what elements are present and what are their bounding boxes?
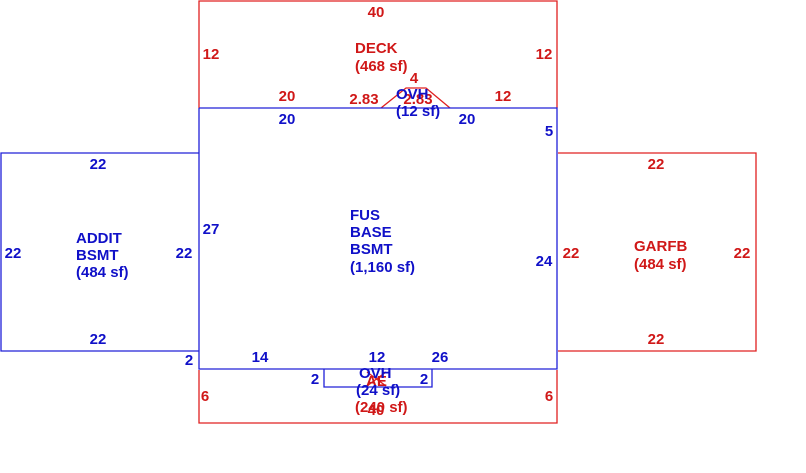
deck-bottom-right-dim: 12 [495, 88, 512, 105]
fus-right-dim: 24 [536, 253, 553, 270]
deck-name: DECK [355, 40, 398, 57]
fus-bottom-left-jog-dim: 2 [185, 352, 193, 369]
bottom-bottom-dim: 40 [368, 402, 385, 419]
addit-name-line1: ADDIT [76, 230, 122, 247]
fus-bottom-left-dim: 14 [252, 349, 269, 366]
fus-outline [198, 107, 558, 370]
garfb-left-dim: 22 [563, 245, 580, 262]
garfb-top-dim: 22 [648, 156, 665, 173]
deck-bottom-left-dim: 20 [279, 88, 296, 105]
bottom-area-outline [198, 370, 558, 424]
addit-name-line2: BSMT [76, 247, 119, 264]
fus-name-line3: BSMT [350, 241, 393, 258]
fus-top-right-dim: 20 [459, 111, 476, 128]
ovh-top-outline [380, 87, 451, 109]
ovh-bottom-area: (24 sf) [356, 382, 400, 399]
deck-left-dim: 12 [203, 46, 220, 63]
fus-name-line1: FUS [350, 207, 380, 224]
addit-area: (484 sf) [76, 264, 129, 281]
addit-outline [0, 152, 199, 352]
fus-top-left-dim: 20 [279, 111, 296, 128]
ovh-top-height-dim: 4 [410, 70, 419, 87]
addit-right-dim: 22 [176, 245, 193, 262]
addit-bottom-dim: 22 [90, 331, 107, 348]
garfb-name: GARFB [634, 238, 687, 255]
bottom-area-area: (240 sf) [355, 399, 408, 416]
ovh-bottom-outline [323, 369, 433, 388]
deck-outline [198, 0, 558, 108]
addit-top-dim: 22 [90, 156, 107, 173]
bottom-right-dim: 6 [545, 388, 553, 405]
ovh-bottom-name: OVH [359, 365, 392, 382]
garfb-outline [558, 152, 757, 352]
fus-name-line2: BASE [350, 224, 392, 241]
deck-top-dim: 40 [368, 4, 385, 21]
ovh-bottom-right-dim: 2 [420, 371, 428, 388]
bottom-area-name: AE [366, 373, 387, 390]
garfb-right-dim: 22 [734, 245, 751, 262]
bottom-left-dim: 6 [201, 388, 209, 405]
fus-area: (1,160 sf) [350, 259, 415, 276]
ovh-bottom-red-line-2 [366, 371, 387, 387]
ovh-top-right-dim: 2.83 [403, 91, 432, 108]
addit-left-dim: 22 [5, 245, 22, 262]
ovh-top-name: OVH [396, 86, 429, 103]
ovh-top-area: (12 sf) [396, 103, 440, 120]
ovh-top-left-dim: 2.83 [349, 91, 378, 108]
fus-right-top-dim: 5 [545, 123, 553, 140]
ovh-bottom-left-dim: 2 [311, 371, 319, 388]
garfb-area: (484 sf) [634, 256, 687, 273]
deck-area: (468 sf) [355, 58, 408, 75]
fus-bottom-mid-dim: 12 [369, 349, 386, 366]
garfb-bottom-dim: 22 [648, 331, 665, 348]
deck-right-dim: 12 [536, 46, 553, 63]
fus-left-dim: 27 [203, 221, 220, 238]
fus-bottom-right-dim: 26 [432, 349, 449, 366]
